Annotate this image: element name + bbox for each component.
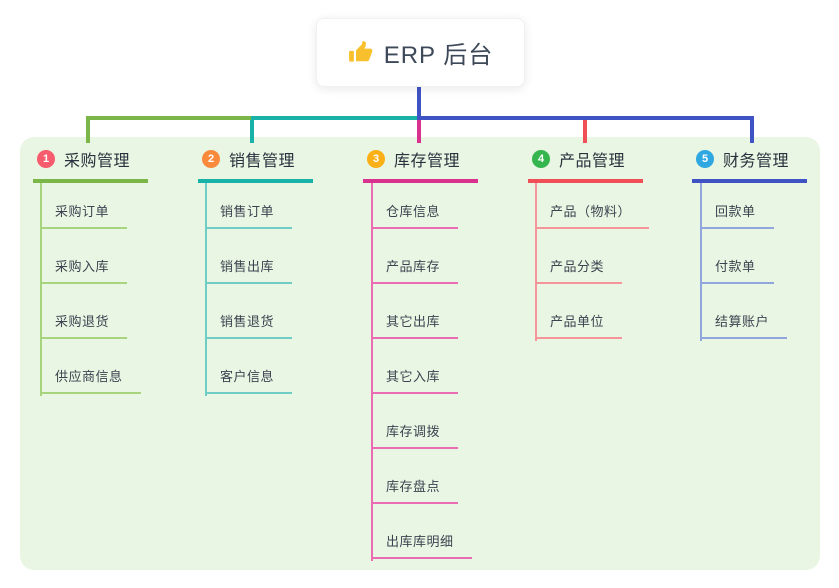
branch-badge: 3: [367, 150, 385, 168]
child-node[interactable]: 销售出库: [205, 258, 293, 284]
branch-label: 销售管理: [229, 153, 296, 170]
branch-underline: [692, 179, 807, 183]
root-connector-line: [417, 85, 421, 120]
branch-label: 财务管理: [723, 153, 790, 170]
children-rail-line: [535, 183, 537, 341]
branch-drop-line: [86, 116, 90, 143]
child-node[interactable]: 其它入库: [371, 368, 459, 394]
child-node[interactable]: 库存调拨: [371, 423, 459, 449]
branch-node-inventory[interactable]: 3 库存管理: [367, 147, 460, 171]
root-node[interactable]: ERP 后台: [316, 18, 525, 87]
branch-underline: [33, 179, 148, 183]
branch-node-product[interactable]: 4 产品管理: [532, 147, 625, 171]
child-node[interactable]: 采购退货: [40, 313, 128, 339]
branch-drop-line: [250, 116, 254, 143]
branch-panel: [20, 137, 820, 570]
branch-label: 产品管理: [559, 153, 626, 170]
branch-badge: 5: [696, 150, 714, 168]
children-rail-line: [700, 183, 702, 341]
child-node[interactable]: 库存盘点: [371, 478, 459, 504]
connector-bus-segment: [86, 116, 253, 120]
connector-bus-segment: [417, 116, 754, 120]
branch-underline: [528, 179, 643, 183]
branch-drop-line: [750, 116, 754, 143]
branch-drop-line: [417, 116, 421, 143]
child-node[interactable]: 其它出库: [371, 313, 459, 339]
children-rail-line: [40, 183, 42, 396]
children-rail-line: [371, 183, 373, 561]
child-node[interactable]: 出库库明细: [371, 533, 472, 559]
connector-bus-segment: [251, 116, 421, 120]
branch-underline: [198, 179, 313, 183]
branch-badge: 2: [202, 150, 220, 168]
root-label: ERP 后台: [383, 42, 494, 69]
child-node[interactable]: 采购订单: [40, 203, 128, 229]
child-node[interactable]: 客户信息: [205, 368, 293, 394]
child-node[interactable]: 销售订单: [205, 203, 293, 229]
child-node[interactable]: 回款单: [700, 203, 774, 229]
child-node[interactable]: 结算账户: [700, 313, 788, 339]
branch-underline: [363, 179, 478, 183]
child-node[interactable]: 仓库信息: [371, 203, 459, 229]
child-node[interactable]: 付款单: [700, 258, 774, 284]
child-node[interactable]: 采购入库: [40, 258, 128, 284]
child-node[interactable]: 产品（物料）: [535, 203, 650, 229]
branch-badge: 1: [37, 150, 55, 168]
thumbs-up-icon: [348, 40, 374, 66]
child-node[interactable]: 产品库存: [371, 258, 459, 284]
branch-node-purchase[interactable]: 1 采购管理: [37, 147, 130, 171]
branch-node-finance[interactable]: 5 财务管理: [696, 147, 789, 171]
child-node[interactable]: 供应商信息: [40, 368, 141, 394]
branch-label: 采购管理: [64, 153, 131, 170]
branch-node-sales[interactable]: 2 销售管理: [202, 147, 295, 171]
branch-badge: 4: [532, 150, 550, 168]
child-node[interactable]: 产品分类: [535, 258, 623, 284]
child-node[interactable]: 产品单位: [535, 313, 623, 339]
children-rail-line: [205, 183, 207, 396]
branch-label: 库存管理: [394, 153, 461, 170]
branch-drop-line: [583, 116, 587, 143]
child-node[interactable]: 销售退货: [205, 313, 293, 339]
